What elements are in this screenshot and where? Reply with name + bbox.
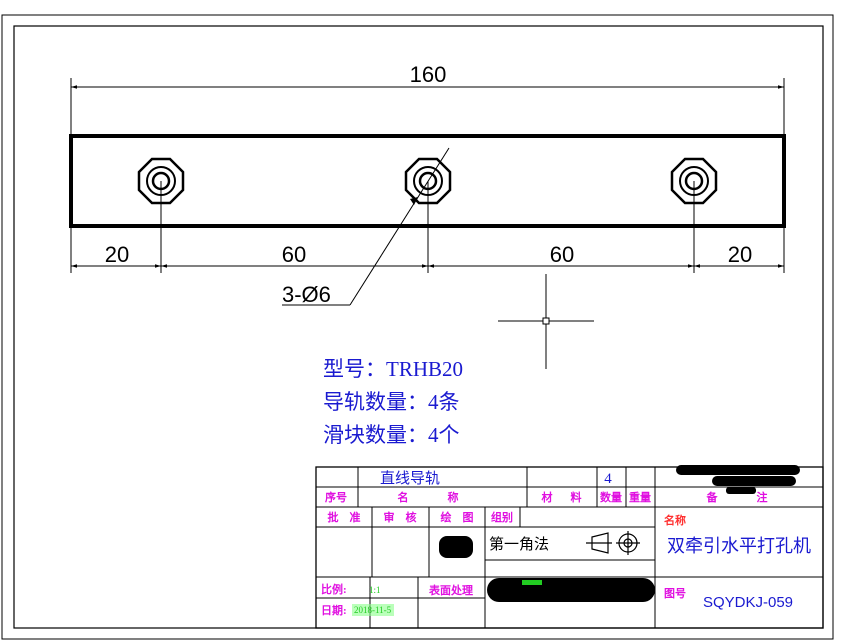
header-remark-a: 备 — [706, 490, 719, 504]
green-flag — [522, 580, 542, 585]
machine-name: 双牵引水平打孔机 — [667, 536, 811, 556]
spec-notes: 型号：TRHB20 导轨数量：4条 滑块数量：4个 — [323, 357, 463, 447]
drawing-no-label: 图号 — [664, 587, 686, 600]
redacted-mark-top — [676, 465, 800, 475]
date-value: 2018-11-5 — [354, 605, 392, 615]
role-group: 组别 — [491, 510, 513, 524]
overall-dimension: 160 — [70, 62, 785, 136]
cad-crosshair-cursor — [498, 274, 594, 369]
dimension-seg1: 20 — [105, 242, 129, 267]
header-material-b: 料 — [571, 490, 582, 504]
redacted-mark-top-2 — [712, 476, 796, 486]
part-quantity: 4 — [604, 471, 612, 487]
signature-blot — [439, 536, 473, 558]
overall-dimension-label: 160 — [410, 62, 447, 87]
spec-model: 型号：TRHB20 — [323, 357, 463, 381]
first-angle-symbol-icon — [586, 531, 640, 555]
hole-callout: 3-Ø6 — [282, 147, 450, 307]
drawing-number: SQYDKJ-059 — [703, 594, 793, 611]
scale-label: 比例: — [321, 582, 347, 596]
spec-block-count: 滑块数量：4个 — [323, 423, 460, 447]
scale-value: 1:1 — [369, 585, 381, 595]
projection-label: 第一角法 — [489, 535, 549, 553]
hole-right — [670, 157, 718, 219]
surface-label: 表面处理 — [428, 583, 473, 597]
header-remark-b: 注 — [757, 490, 768, 504]
header-name-a: 名 — [398, 490, 409, 504]
hole-callout-label: 3-Ø6 — [282, 282, 331, 307]
role-approve: 批 准 — [328, 510, 361, 524]
hole-middle — [404, 157, 452, 219]
date-label: 日期: — [321, 603, 347, 617]
hole-left — [137, 157, 185, 219]
header-weight: 重量 — [629, 490, 651, 504]
header-seq: 序号 — [325, 490, 347, 504]
header-name-b: 称 — [448, 490, 459, 504]
redacted-mark-company — [487, 578, 655, 602]
dimension-seg2: 60 — [282, 242, 306, 267]
header-material-a: 材 — [542, 490, 553, 504]
dimension-seg3: 60 — [550, 242, 574, 267]
header-qty: 数量 — [600, 490, 622, 504]
name-label: 名称 — [664, 513, 686, 527]
redacted-mark-header — [726, 487, 756, 494]
date-highlight — [352, 604, 394, 616]
part-name: 直线导轨 — [380, 470, 440, 487]
role-draw: 绘 图 — [441, 510, 474, 524]
title-block: 直线导轨 4 序号 名 称 材 料 数量 重量 备 注 批 准 审 核 绘 图 … — [315, 465, 824, 629]
chain-dimensions: 20 60 60 20 — [70, 219, 785, 273]
role-review: 审 核 — [384, 510, 417, 524]
dimension-seg4: 20 — [728, 242, 752, 267]
spec-rail-count: 导轨数量：4条 — [323, 390, 460, 414]
outer-border — [1, 14, 834, 640]
